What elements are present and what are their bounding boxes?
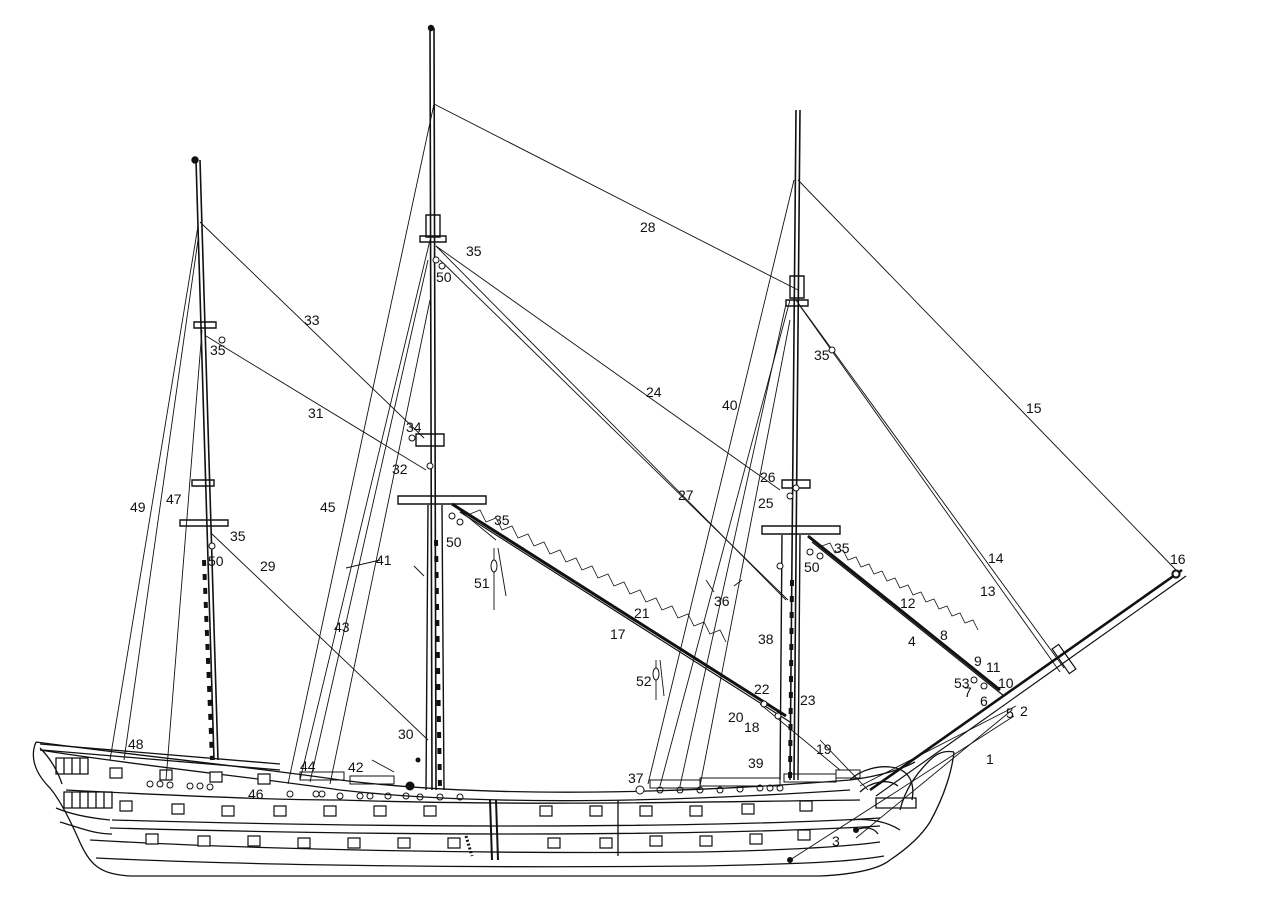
callout-18: 18 [744,719,760,735]
callout-16: 16 [1170,551,1186,567]
callout-29: 29 [260,558,276,574]
callout-14: 14 [988,550,1004,566]
callout-20: 20 [728,709,744,725]
callout-47: 47 [166,491,182,507]
callout-8: 8 [940,627,948,643]
callout-17: 17 [610,626,626,642]
callout-7: 7 [964,684,972,700]
callout-6: 6 [980,693,988,709]
callout-labels: 1 2 3 4 5 6 7 8 9 10 11 12 13 14 15 16 1… [128,219,1186,849]
rigging-blocks [209,257,1179,863]
yards [452,504,1186,796]
callout-35-fore-yard: 35 [834,540,850,556]
callout-19: 19 [816,741,832,757]
callout-36: 36 [714,593,730,609]
callout-22: 22 [754,681,770,697]
callout-33: 33 [304,312,320,328]
callout-21: 21 [634,605,650,621]
callout-32: 32 [392,461,408,477]
callout-41: 41 [376,552,392,568]
callout-27: 27 [678,487,694,503]
callout-5: 5 [1006,705,1014,721]
callout-23: 23 [800,692,816,708]
callout-12: 12 [900,595,916,611]
callout-51: 51 [474,575,490,591]
callout-35-mizzen-top: 35 [210,342,226,358]
masts [180,26,840,791]
rigging-lines [110,104,1176,860]
callout-39: 39 [748,755,764,771]
callout-26: 26 [760,469,776,485]
callout-3: 3 [832,833,840,849]
callout-50-mizzen: 50 [208,553,224,569]
callout-11: 11 [986,659,1001,675]
callout-9: 9 [974,653,982,669]
callout-30: 30 [398,726,414,742]
callout-44: 44 [300,758,316,774]
callout-35-mizzen-yard: 35 [230,528,246,544]
callout-46: 46 [248,786,264,802]
callout-50-fore: 50 [804,559,820,575]
callout-42: 42 [348,759,364,775]
callout-1: 1 [986,751,994,767]
callout-52: 52 [636,673,652,689]
callout-50-main-yard: 50 [446,534,462,550]
callout-31: 31 [308,405,324,421]
callout-4: 4 [908,633,916,649]
callout-50-main-top: 50 [436,269,452,285]
callout-48: 48 [128,736,144,752]
callout-40: 40 [722,397,738,413]
callout-43: 43 [334,619,350,635]
callout-45: 45 [320,499,336,515]
callout-28: 28 [640,219,656,235]
callout-35-main-top: 35 [466,243,482,259]
callout-25: 25 [758,495,774,511]
callout-53: 53 [954,675,970,691]
callout-10: 10 [998,675,1014,691]
callout-13: 13 [980,583,996,599]
gunports [110,768,812,848]
callout-15: 15 [1026,400,1042,416]
callout-49: 49 [130,499,146,515]
callout-35-main-yard: 35 [494,512,510,528]
callout-24: 24 [646,384,662,400]
callout-38: 38 [758,631,774,647]
callout-35-fore-top: 35 [814,347,830,363]
callout-34: 34 [406,419,422,435]
callout-37: 37 [628,770,644,786]
callout-2: 2 [1020,703,1028,719]
